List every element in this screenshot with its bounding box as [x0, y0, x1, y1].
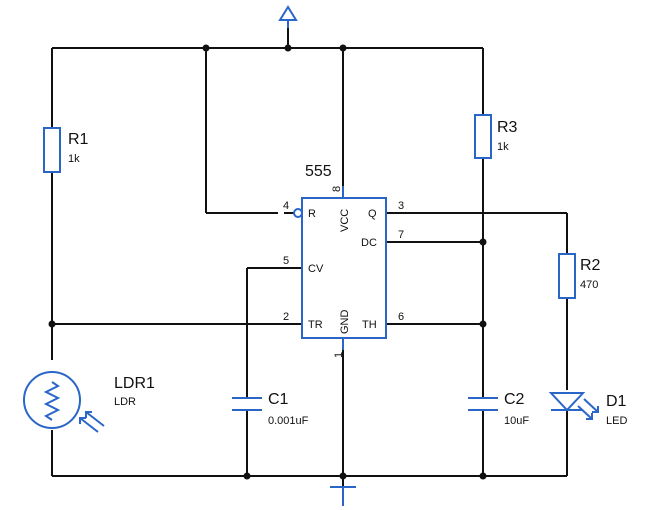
light-arrows-icon: [79, 411, 105, 433]
resistor-r3: R3 1k: [474, 114, 518, 159]
pin-number-ground: 1: [333, 352, 345, 358]
ground-icon: [330, 486, 356, 506]
pin-number-vcc: 8: [331, 186, 343, 192]
pin-name-reset: R: [308, 208, 316, 220]
ic-ref-label: 555: [305, 163, 332, 180]
junction-dot: [479, 320, 487, 328]
r2-ref: R2: [580, 257, 601, 274]
pin-name-trigger: TR: [308, 319, 323, 331]
d1-ref: D1: [606, 393, 627, 410]
pin-number-trigger: 2: [283, 311, 289, 323]
junction-dot: [339, 472, 347, 480]
pin-name-vcc: VCC: [339, 209, 351, 232]
c2-ref: C2: [504, 391, 525, 408]
pin-number-discharge: 7: [398, 229, 404, 241]
junction-dot: [479, 472, 487, 480]
capacitor-c2: C2 10uF: [468, 391, 529, 427]
ldr-ldr1: LDR1 LDR: [23, 371, 155, 433]
junction-dot: [48, 320, 56, 328]
r2-value: 470: [580, 279, 598, 291]
pin-number-threshold: 6: [398, 311, 404, 323]
reset-inversion-bubble: [293, 208, 303, 218]
junction-dot: [479, 238, 487, 246]
c1-value: 0.001uF: [268, 415, 309, 427]
pin-number-reset: 4: [283, 200, 289, 212]
junction-dot: [243, 472, 251, 480]
pin-name-discharge: DC: [361, 237, 377, 249]
light-emission-arrows-icon: [577, 398, 599, 420]
ic-555: 555 4 8 3 7 5 2 6 1 R VCC Q DC CV TR GND…: [283, 163, 404, 358]
resistor-r2: R2 470: [558, 253, 601, 299]
pin-number-output: 3: [398, 200, 404, 212]
ldr1-value: LDR: [114, 396, 136, 408]
r3-ref: R3: [497, 119, 518, 136]
r1-ref: R1: [68, 131, 89, 148]
junction-dot: [284, 44, 292, 52]
junction-dot: [339, 44, 347, 52]
c1-ref: C1: [268, 391, 289, 408]
c2-value: 10uF: [504, 415, 529, 427]
junction-dot: [202, 44, 210, 52]
r3-value: 1k: [497, 141, 509, 153]
resistor-r1: R1 1k: [43, 127, 89, 173]
d1-value: LED: [606, 415, 627, 427]
ldr1-ref: LDR1: [114, 375, 155, 392]
pin-number-control: 5: [283, 255, 289, 267]
pin-name-threshold: TH: [362, 319, 377, 331]
capacitor-c1: C1 0.001uF: [232, 391, 309, 427]
vcc-arrow-icon: [278, 5, 298, 28]
pin-name-control: CV: [308, 263, 324, 275]
junctions: [48, 44, 487, 480]
pin-name-output: Q: [368, 208, 377, 220]
r1-value: 1k: [68, 153, 80, 165]
led-d1: D1 LED: [548, 392, 627, 427]
pin-name-ground: GND: [339, 310, 351, 335]
